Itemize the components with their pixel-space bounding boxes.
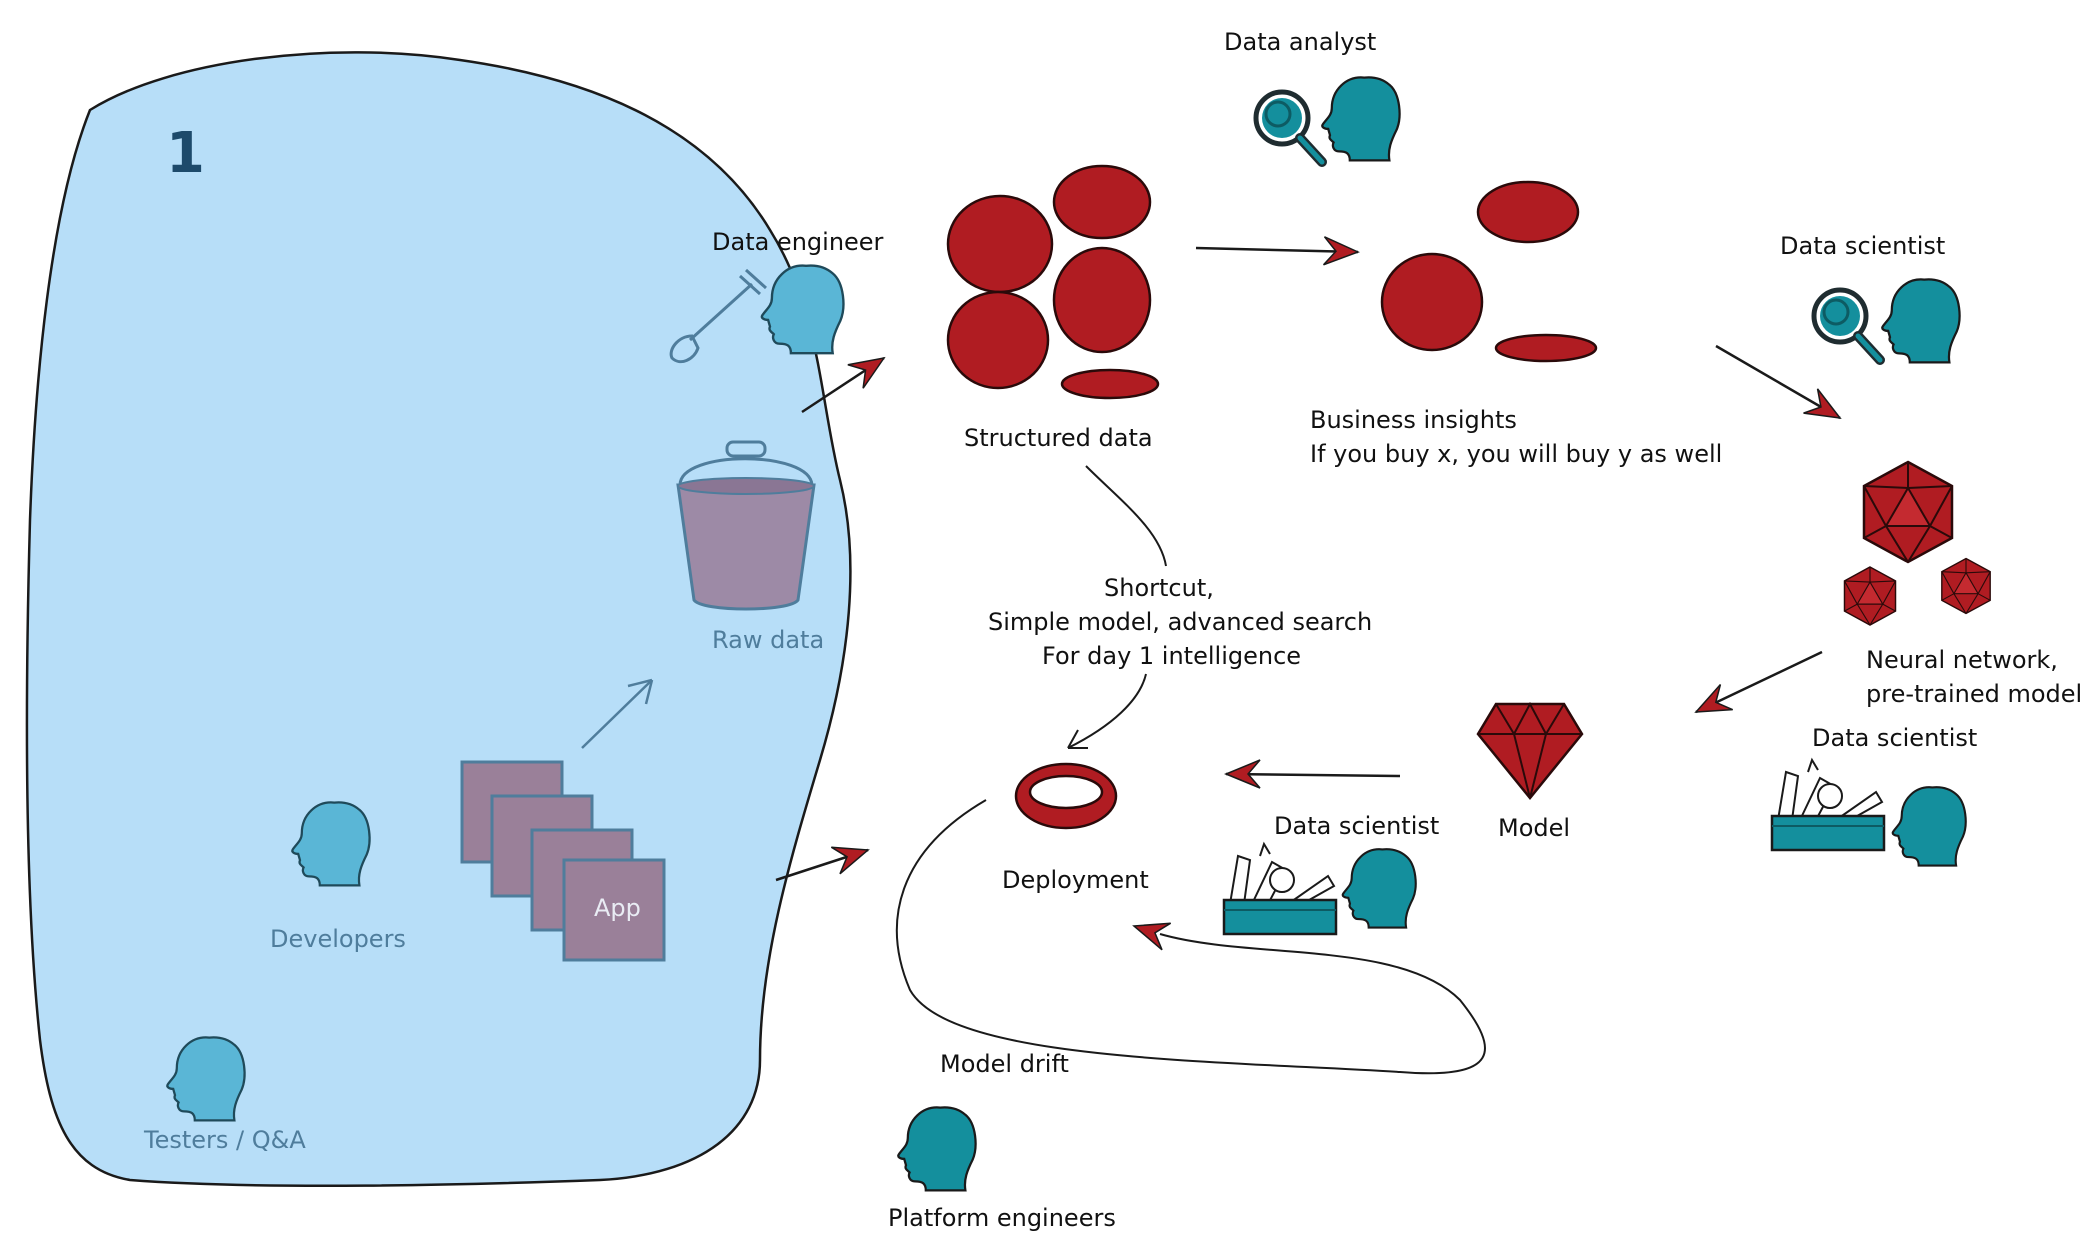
business-insights-title: Business insights <box>1310 406 1517 434</box>
data-scientist-right-label: Data scientist <box>1812 724 1977 752</box>
blob-icon <box>1494 333 1598 363</box>
deployment-label: Deployment <box>1002 866 1149 894</box>
arrow-icon <box>1715 344 1848 431</box>
blob-icon <box>1052 164 1152 240</box>
magnifier-icon <box>1814 290 1880 360</box>
blob-icon <box>946 194 1054 294</box>
data-analyst-head-icon <box>1321 76 1401 162</box>
app-label: App <box>594 894 641 922</box>
platform-engineers-head-icon <box>897 1106 977 1192</box>
blob-icon <box>946 290 1050 390</box>
model-drift-label: Model drift <box>940 1050 1069 1078</box>
data-scientist-center-head-icon <box>1341 848 1417 929</box>
blob-icon <box>1380 252 1484 352</box>
toolbox-icon <box>1222 842 1338 936</box>
icosahedron-icon <box>1843 566 1897 626</box>
gem-icon <box>1476 701 1584 800</box>
zone-1-area <box>25 51 852 1188</box>
business-insights-cluster <box>1380 180 1598 363</box>
arrow-icon <box>581 678 654 749</box>
platform-engineers-label: Platform engineers <box>888 1204 1116 1232</box>
blob-icon <box>1052 246 1152 354</box>
data-engineer-label: Data engineer <box>712 228 884 256</box>
blob-icon <box>1060 368 1160 400</box>
structured-data-label: Structured data <box>964 424 1153 452</box>
raw-data-label: Raw data <box>712 626 824 654</box>
developers-label: Developers <box>270 925 406 953</box>
arrow-icon <box>801 345 893 414</box>
neural-network-line2: pre-trained model <box>1866 680 2082 708</box>
magnifier-icon <box>1256 92 1322 162</box>
arrow-icon <box>1225 759 1401 789</box>
neural-network-line1: Neural network, <box>1866 646 2058 674</box>
arrow-icon <box>1195 236 1360 267</box>
data-scientist-right-head-icon <box>1891 786 1967 867</box>
toolbox-icon <box>1770 758 1886 852</box>
blob-icon <box>1476 180 1580 244</box>
bucket-icon <box>676 440 816 611</box>
data-scientist-top-head-icon <box>1881 278 1961 364</box>
data-scientist-top-label: Data scientist <box>1780 232 1945 260</box>
model-label: Model <box>1498 814 1570 842</box>
arrow-icon <box>1128 911 1172 951</box>
data-analyst-label: Data analyst <box>1224 28 1376 56</box>
testers-label: Testers / Q&A <box>143 1126 306 1154</box>
ring-icon <box>1014 762 1118 830</box>
shortcut-line2: Simple model, advanced search <box>988 608 1372 636</box>
data-scientist-center-label: Data scientist <box>1274 812 1439 840</box>
arrow-icon <box>775 835 874 882</box>
icosahedron-icon <box>1941 557 1991 615</box>
shortcut-line3: For day 1 intelligence <box>1042 642 1301 670</box>
shortcut-curve <box>1085 465 1167 567</box>
app-stack-icon: App <box>460 760 666 962</box>
structured-data-cluster <box>946 164 1160 400</box>
business-insights-example: If you buy x, you will buy y as well <box>1310 440 1722 468</box>
shovel-icon <box>669 268 768 364</box>
icosahedron-icon <box>1862 460 1954 564</box>
shortcut-line1: Shortcut, <box>1104 574 1214 602</box>
model-drift-loop <box>896 799 1486 1075</box>
arrow-icon <box>1067 673 1147 749</box>
zone-number: 1 <box>166 121 205 186</box>
arrow-icon <box>1689 650 1823 726</box>
